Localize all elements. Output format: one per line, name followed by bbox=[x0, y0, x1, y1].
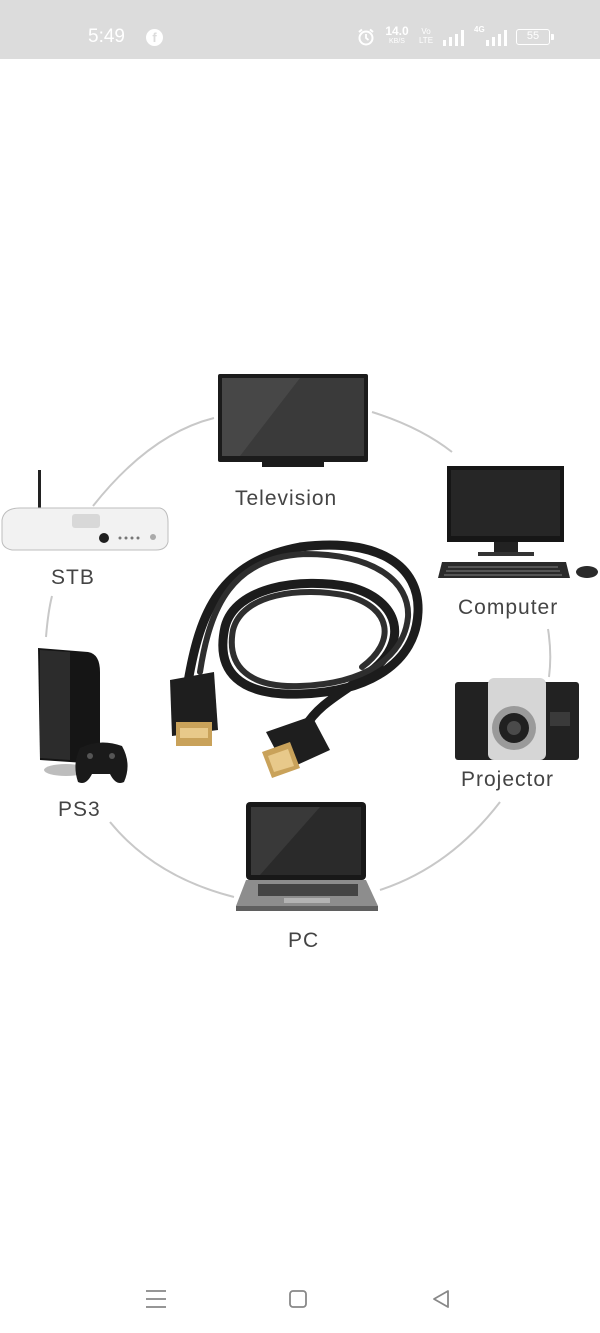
connector-arc bbox=[109, 821, 235, 898]
status-time: 5:49 bbox=[88, 26, 125, 47]
connector-arc bbox=[379, 801, 501, 891]
set-top-box-image bbox=[1, 470, 169, 551]
connector-arc bbox=[45, 595, 53, 638]
hdmi-diagram-art bbox=[1, 374, 598, 911]
speed-value: 14.0 bbox=[385, 24, 409, 38]
facebook-icon: f bbox=[146, 29, 163, 46]
hdmi-connection-image: Television STB Computer Projector PS3 PC bbox=[0, 372, 600, 962]
hdmi-cable-image bbox=[183, 540, 423, 732]
menu-button[interactable] bbox=[141, 1284, 171, 1314]
speed-unit: KB/S bbox=[389, 38, 405, 45]
home-button[interactable] bbox=[283, 1284, 313, 1314]
label-computer: Computer bbox=[458, 596, 559, 619]
back-icon bbox=[433, 1290, 449, 1308]
alarm-icon bbox=[358, 28, 374, 46]
label-television: Television bbox=[235, 487, 338, 510]
home-icon bbox=[289, 1290, 307, 1308]
label-stb: STB bbox=[51, 566, 95, 589]
label-pc: PC bbox=[288, 929, 320, 952]
television-image bbox=[218, 374, 368, 467]
laptop-image bbox=[236, 802, 378, 911]
status-bar: 5:49 f 14.0 KB/S Vo LTE 4G 55 bbox=[0, 0, 600, 59]
back-button[interactable] bbox=[426, 1284, 456, 1314]
hdmi-plug-right-image bbox=[262, 716, 330, 778]
connector-arc bbox=[92, 417, 215, 507]
ps3-image bbox=[38, 648, 128, 783]
projector-image bbox=[455, 678, 579, 760]
connector-arc bbox=[547, 628, 552, 678]
label-ps3: PS3 bbox=[58, 798, 101, 821]
computer-image bbox=[438, 466, 598, 578]
network-speed: 14.0 KB/S bbox=[382, 24, 412, 47]
network-type: 4G bbox=[474, 25, 485, 34]
volte-indicator: Vo LTE bbox=[418, 27, 434, 45]
label-projector: Projector bbox=[461, 768, 555, 791]
hdmi-plug-left-image bbox=[170, 672, 218, 746]
navigation-bar bbox=[0, 1262, 600, 1333]
connector-arc bbox=[371, 411, 453, 453]
signal-icon bbox=[443, 30, 464, 46]
signal-4g-icon bbox=[486, 30, 507, 46]
menu-icon bbox=[146, 1290, 166, 1308]
battery-icon: 55 bbox=[516, 29, 554, 45]
